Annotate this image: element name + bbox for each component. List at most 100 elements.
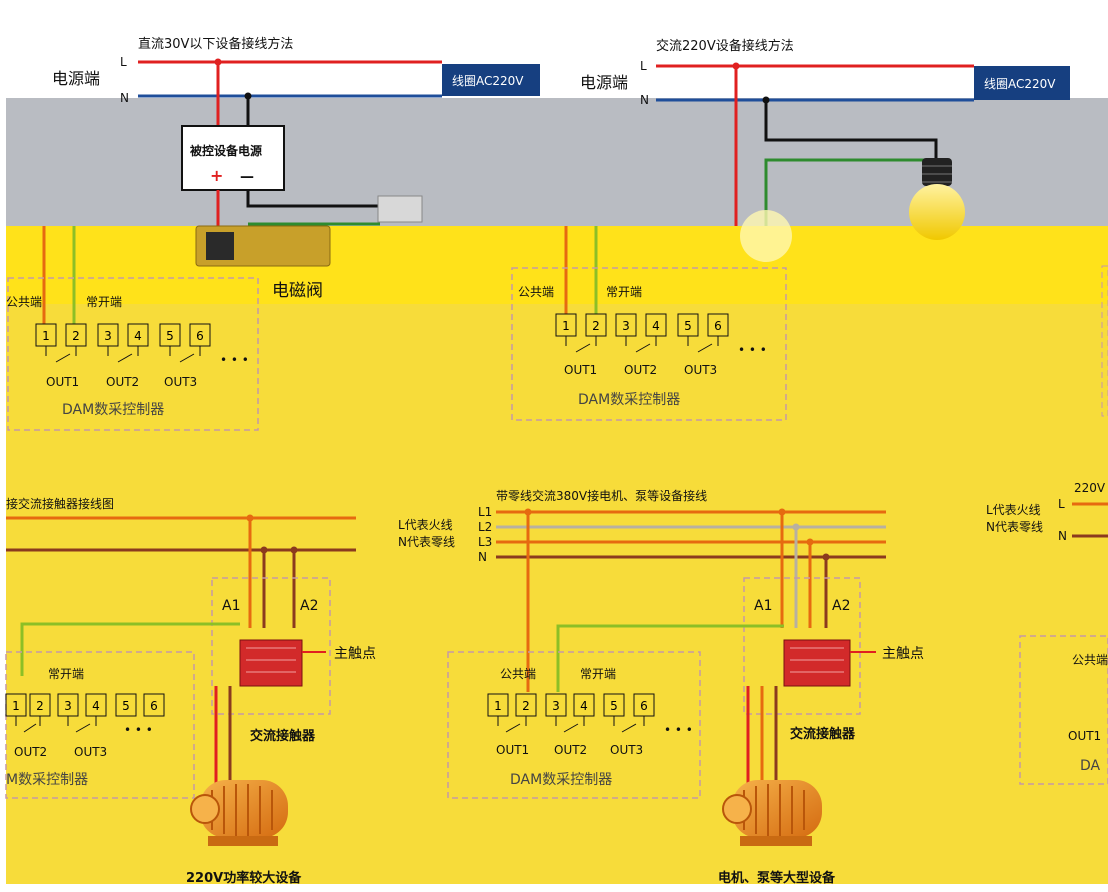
panel1-l-label: L [120, 55, 127, 69]
panel4-common-label: 公共端 [500, 667, 536, 681]
panel2-n-label: N [640, 93, 649, 107]
panel4-terminal-4: 4 [580, 699, 588, 713]
panel1-coil-label: 线圈AC220V [452, 74, 524, 88]
contactor-icon-1-detail [246, 647, 296, 673]
panel2-green-to-bulb [764, 158, 928, 226]
panel1-terminal-4: 4 [134, 329, 142, 343]
panel1-n-label: N [120, 91, 129, 105]
panel2-coil-label: 线圈AC220V [984, 77, 1056, 91]
panel3-controller-label: M数采控制器 [6, 772, 88, 788]
panel5-top-box-edge [1101, 265, 1108, 417]
panel3-terminal-block: 1 2 3 4 5 6 [5, 693, 165, 733]
motor-icon-2 [722, 780, 822, 846]
panel2-terminal-3: 3 [622, 319, 630, 333]
panel4-a2: A2 [832, 598, 850, 614]
panel1-no-label: 常开端 [86, 295, 122, 309]
solenoid-valve-coil-icon [206, 232, 234, 260]
panel3-no-wire [20, 622, 240, 676]
panel2-power-label: 电源端 [580, 73, 628, 92]
panel1-common-label: 公共端 [6, 295, 42, 309]
panel4-title: 带零线交流380V接电机、泵等设备接线 [496, 488, 707, 503]
panel4-out3: OUT3 [610, 743, 643, 757]
panel4-line-l3: L3 [478, 535, 492, 549]
panel4-no-wire [556, 624, 784, 692]
panel2-terminal-2: 2 [592, 319, 600, 333]
panel1-terminal-6: 6 [196, 329, 204, 343]
panel-220v-partial: 220V L代表火线 N代表零线 L N 公共端 OUT1 DA [986, 265, 1108, 785]
panel4-main-contact: 主触点 [882, 646, 924, 662]
panel3-out2: OUT2 [14, 745, 47, 759]
device-power-label: 被控设备电源 [190, 143, 262, 158]
panel5-title: 220V [1074, 481, 1106, 495]
panel1-controller-box [7, 277, 259, 431]
panel3-device-label: 220V功率较大设备 [186, 870, 302, 886]
panel2-controller-label: DAM数采控制器 [578, 392, 680, 408]
panel2-more-dots: • • • [738, 343, 767, 357]
contactor-icon-2 [783, 639, 851, 687]
panel3-terminal-2: 2 [36, 699, 44, 713]
panel1-terminal-2: 2 [72, 329, 80, 343]
light-bulb-icon [909, 158, 965, 240]
panel3-a1: A1 [222, 598, 240, 614]
panel3-contactor-box [211, 577, 331, 715]
panel3-terminal-6: 6 [150, 699, 158, 713]
panel2-controller-box [511, 267, 787, 421]
panel3-no-label: 常开端 [48, 667, 84, 681]
panel4-line-n: N [478, 550, 487, 564]
panel5-n-label: N [1058, 529, 1067, 543]
panel4-terminal-3: 3 [552, 699, 560, 713]
panel4-neutral-note: N代表零线 [398, 535, 455, 549]
panel1-terminal-1: 1 [42, 329, 50, 343]
panel2-terminal-5: 5 [684, 319, 692, 333]
valve-label: 电磁阀 [272, 281, 323, 301]
panel5-out1: OUT1 [1068, 729, 1101, 743]
panel3-main-contact: 主触点 [334, 646, 376, 662]
panel1-title: 直流30V以下设备接线方法 [138, 36, 293, 52]
panel4-line-l1: L1 [478, 505, 492, 519]
panel3-a2: A2 [300, 598, 318, 614]
panel1-terminal-5: 5 [166, 329, 174, 343]
panel4-out2: OUT2 [554, 743, 587, 757]
panel2-terminal-block: 1 2 3 4 5 6 [555, 313, 729, 353]
panel5-common-label: 公共端 [1072, 653, 1108, 667]
panel-ac220-wiring: 交流220V设备接线方法 电源端 L N 线圈AC220V 公共端 常开端 1 … [511, 38, 1070, 421]
panel1-power-label: 电源端 [52, 69, 100, 88]
panel4-more-dots: • • • [664, 723, 693, 737]
panel3-contactor-label: 交流接触器 [250, 728, 316, 744]
yellow-band-top [6, 226, 1108, 304]
panel4-terminal-1: 1 [494, 699, 502, 713]
panel1-coil-box [442, 64, 540, 96]
panel1-terminal-3: 3 [104, 329, 112, 343]
panel4-a1: A1 [754, 598, 772, 614]
panel2-relay-switch-icons [565, 336, 719, 353]
panel-contactor-wiring: 接交流接触器接线图 A1 A2 主触点 常开端 1 2 3 4 5 6 • • … [5, 496, 376, 886]
panel3-out3: OUT3 [74, 745, 107, 759]
panel4-terminal-2: 2 [522, 699, 530, 713]
panel4-contactor-label: 交流接触器 [790, 726, 856, 742]
panel1-out2: OUT2 [106, 375, 139, 389]
panel2-l-label: L [640, 59, 647, 73]
panel4-device-label: 电机、泵等大型设备 [718, 870, 836, 886]
panel5-l-label: L [1058, 497, 1065, 511]
panel4-controller-box [447, 651, 701, 799]
panel4-terminal-5: 5 [610, 699, 618, 713]
device-power-minus: — [240, 169, 254, 185]
panel1-relay-switch-icons [45, 346, 201, 363]
panel4-contactor-box [743, 577, 861, 715]
panel2-coil-box [974, 66, 1070, 100]
panel4-line-l2: L2 [478, 520, 492, 534]
panel2-common-label: 公共端 [518, 285, 554, 299]
panel2-out1: OUT1 [564, 363, 597, 377]
panel2-neutral-to-bulb [764, 100, 938, 160]
panel5-neutral-note: N代表零线 [986, 520, 1043, 534]
device-power-plus: + [210, 166, 223, 185]
panel-dc-wiring: 直流30V以下设备接线方法 电源端 L N 线圈AC220V 被控设备电源 + … [6, 36, 540, 431]
panel1-out3: OUT3 [164, 375, 197, 389]
panel5-controller-box [1019, 635, 1108, 785]
panel3-more-dots: • • • [124, 723, 153, 737]
yellow-band-bottom [6, 304, 1108, 884]
panel2-title: 交流220V设备接线方法 [656, 38, 794, 54]
panel2-out2: OUT2 [624, 363, 657, 377]
panel1-minus-wire [246, 190, 378, 208]
